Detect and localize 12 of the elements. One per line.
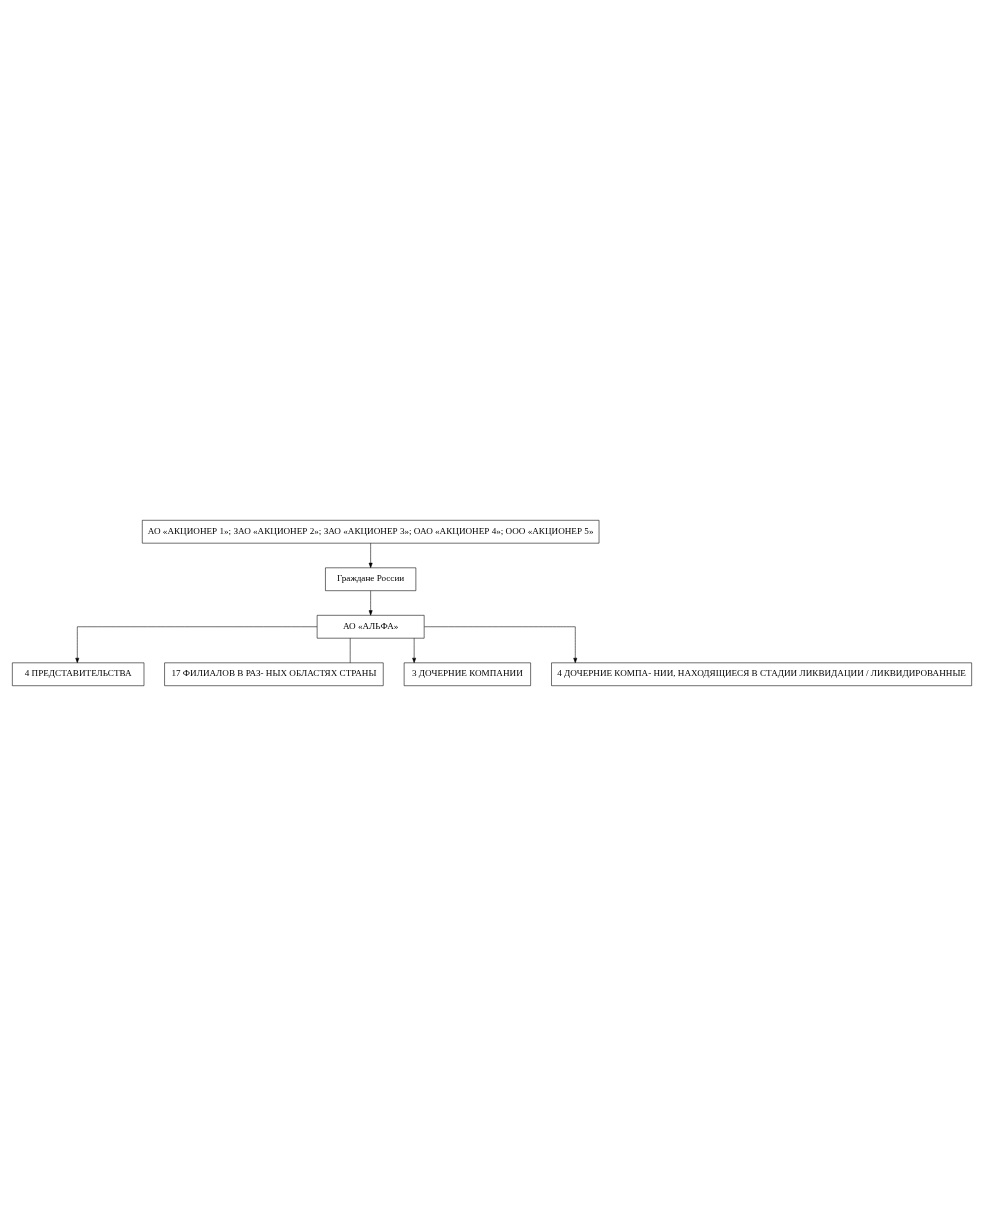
arrow [412,637,417,663]
node-box: АО «АКЦИОНЕР 1»; ЗАО «АКЦИОНЕР 2»; ЗАО «АКЦИОНЕР 3»; ОАО «АКЦИОНЕР 4»; ООО «АКЦИОНЕР 5» [142,519,600,543]
node-box: 17 ФИЛИАЛОВ В РАЗ- НЫХ ОБЛАСТЯХ СТРАНЫ [164,662,384,686]
node-box: 3 ДОЧЕРНИЕ КОМПАНИИ [403,662,531,686]
arrow [368,589,373,615]
node-box: Граждане России [325,567,417,591]
node-box: АО «АЛЬФА» [316,614,425,638]
node-box: 4 ДОЧЕРНИЕ КОМПА- НИИ, НАХОДЯЩИЕСЯ В СТАДИИ ЛИКВИДАЦИИ / ЛИКВИДИРОВАННЫЕ [551,662,972,686]
arrow [424,625,578,663]
arrow [75,625,318,663]
node-box: 4 ПРЕДСТАВИТЕЛЬСТВА [12,662,145,686]
arrow [368,542,373,568]
